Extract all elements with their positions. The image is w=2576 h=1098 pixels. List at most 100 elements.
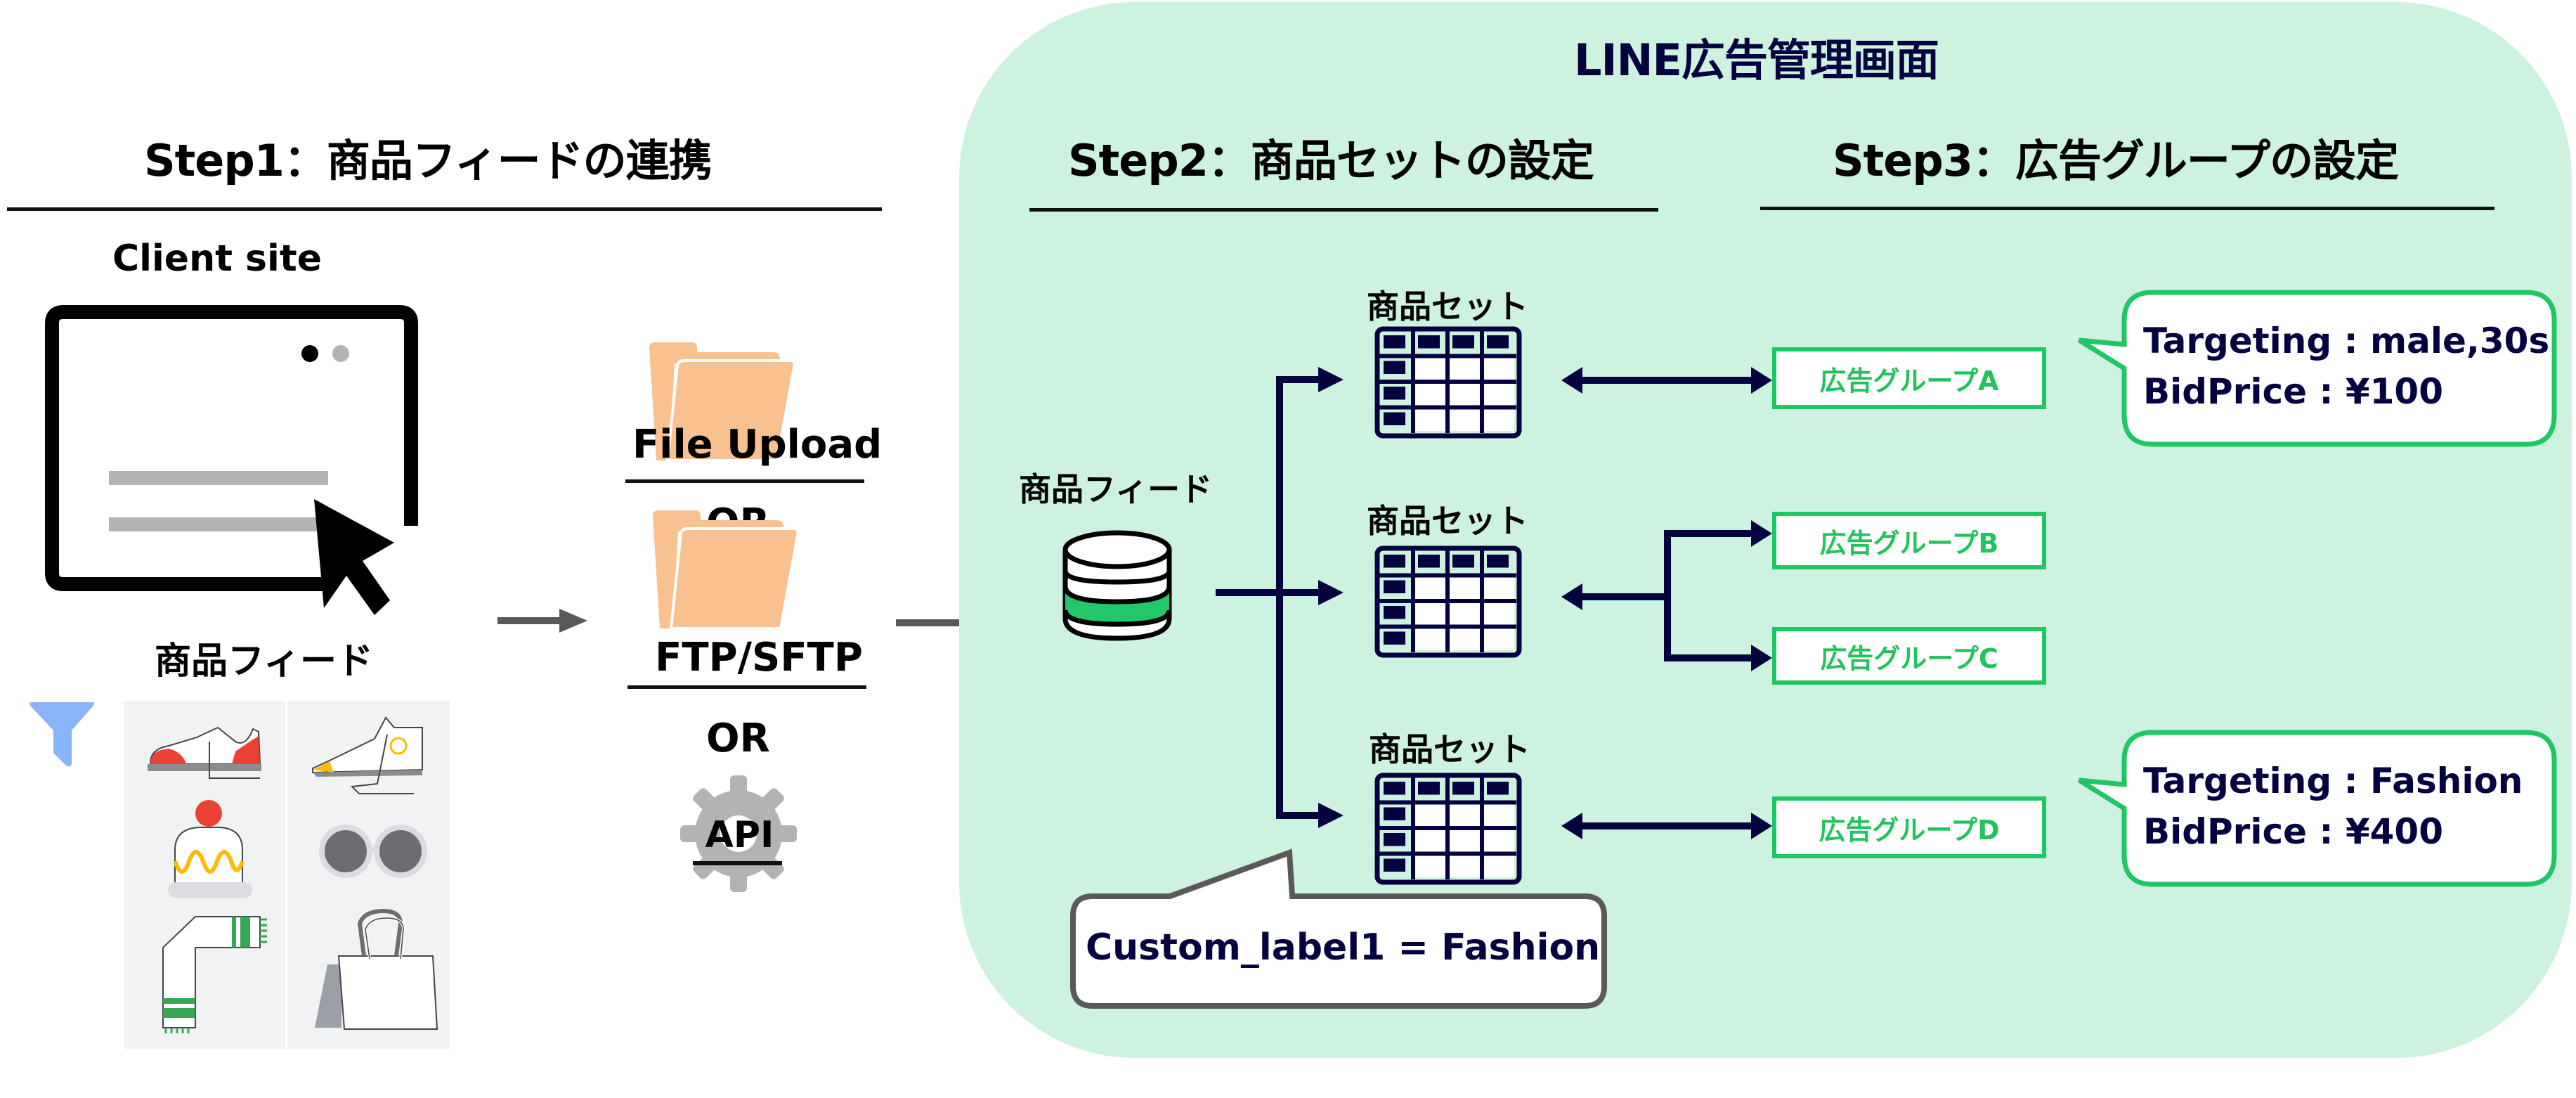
step2-divider <box>1029 208 1658 212</box>
table-header-cell <box>1487 335 1509 349</box>
custom-label-callout-bubble <box>1070 848 1607 1009</box>
table-header-cell <box>1418 782 1440 795</box>
product-feed-label: 商品フィード <box>155 640 373 683</box>
window-dot-light <box>332 345 349 362</box>
table-cell <box>1450 409 1480 431</box>
bag-icon <box>315 908 438 1030</box>
set-to-group-connectors <box>1561 367 1772 839</box>
callout-a-text: Targeting : male,30s BidPrice : ¥100 <box>2143 316 2549 417</box>
table-cell <box>1450 830 1480 852</box>
sunglasses-icon <box>319 825 427 878</box>
table-row-header <box>1384 580 1405 593</box>
table-header-cell <box>1487 782 1509 795</box>
table-header-cell <box>1384 335 1405 349</box>
step1-title: Step1：商品フィードの連携 <box>144 135 713 186</box>
step1-divider <box>7 207 882 211</box>
table-row-header <box>1384 412 1405 425</box>
method-ftp-label: FTP/SFTP <box>655 635 863 680</box>
product-grid <box>124 701 450 1049</box>
product-set-label: 商品セット <box>1367 288 1528 325</box>
ad-group-a[interactable]: 広告グループA <box>1772 347 2046 409</box>
ad-group-c[interactable]: 広告グループC <box>1772 627 2046 685</box>
cursor-icon <box>314 499 394 615</box>
table-cell <box>1484 628 1514 650</box>
table-cell <box>1415 855 1445 877</box>
text-line <box>109 517 328 531</box>
table-cell <box>1415 804 1445 826</box>
table-row-header <box>1384 631 1405 645</box>
method-file-upload-label: File Upload <box>632 422 883 467</box>
window-dot-dark <box>301 345 318 362</box>
browser-window-icon <box>45 305 418 591</box>
table-cell <box>1415 384 1445 406</box>
table-cell <box>1484 830 1514 852</box>
table-header-cell <box>1384 782 1405 795</box>
ad-group-d[interactable]: 広告グループD <box>1772 796 2046 858</box>
table-cell <box>1450 358 1480 380</box>
method-underline <box>625 479 864 483</box>
callout-a-bid: BidPrice : ¥100 <box>2143 371 2444 412</box>
table-cell <box>1415 603 1445 625</box>
method-underline <box>693 861 782 865</box>
scarf-icon <box>162 916 267 1033</box>
callout-d-targeting: Targeting : Fashion <box>2143 761 2523 801</box>
callout-d-text: Targeting : Fashion BidPrice : ¥400 <box>2143 756 2523 857</box>
step3-title: Step3：広告グループの設定 <box>1833 135 2399 186</box>
custom-label-text: Custom_label1 = Fashion <box>1086 926 1601 969</box>
table-cell <box>1484 384 1514 406</box>
product-set-label: 商品セット <box>1369 730 1530 768</box>
step3-divider <box>1760 207 2494 210</box>
table-cell <box>1484 409 1514 431</box>
product-set-table-icon <box>1374 545 1522 658</box>
table-cell <box>1450 384 1480 406</box>
table-cell <box>1450 628 1480 650</box>
product-set-label: 商品セット <box>1367 502 1528 540</box>
table-header-cell <box>1487 555 1509 568</box>
text-line <box>109 471 328 485</box>
table-cell <box>1450 804 1480 826</box>
table-cell <box>1450 577 1480 599</box>
step2-title: Step2：商品セットの設定 <box>1068 135 1594 186</box>
database-icon <box>1062 530 1172 641</box>
table-cell <box>1484 358 1514 380</box>
product-set-table-icon <box>1374 773 1522 885</box>
table-header-cell <box>1418 555 1440 568</box>
filter-icon <box>30 702 94 767</box>
client-site-label: Client site <box>112 238 322 280</box>
table-row-header <box>1384 858 1405 872</box>
arrow-right-icon <box>497 609 587 633</box>
method-api-label: API <box>705 814 774 856</box>
panel-title: LINE広告管理画面 <box>1574 34 1939 86</box>
callout-d-bid: BidPrice : ¥400 <box>2143 811 2444 852</box>
ad-group-b[interactable]: 広告グループB <box>1772 512 2046 569</box>
table-row-header <box>1384 387 1405 400</box>
targeting-callout-d-bubble <box>2078 730 2557 887</box>
targeting-callout-a-bubble <box>2078 290 2557 447</box>
table-cell <box>1450 855 1480 877</box>
sneaker-icon <box>312 716 423 794</box>
table-header-cell <box>1384 555 1405 568</box>
table-cell <box>1415 628 1445 650</box>
table-cell <box>1415 577 1445 599</box>
method-underline <box>627 685 866 689</box>
table-row-header <box>1384 807 1405 820</box>
table-cell <box>1484 577 1514 599</box>
table-cell <box>1484 603 1514 625</box>
feed-db-label: 商品フィード <box>1019 470 1213 508</box>
callout-a-targeting: Targeting : male,30s <box>2143 321 2550 361</box>
product-set-table-icon <box>1374 326 1522 439</box>
shoe-icon <box>148 726 261 779</box>
table-row-header <box>1384 833 1405 846</box>
table-header-cell <box>1452 555 1474 568</box>
folder-icon <box>649 342 796 462</box>
table-cell <box>1415 409 1445 431</box>
beanie-icon <box>168 800 252 898</box>
table-cell <box>1450 603 1480 625</box>
table-header-cell <box>1418 335 1440 349</box>
table-cell <box>1415 358 1445 380</box>
or-label: OR <box>706 716 770 761</box>
branch-connector <box>1216 367 1344 828</box>
table-header-cell <box>1452 782 1474 795</box>
table-header-cell <box>1452 335 1474 349</box>
folder-icon <box>653 510 800 630</box>
